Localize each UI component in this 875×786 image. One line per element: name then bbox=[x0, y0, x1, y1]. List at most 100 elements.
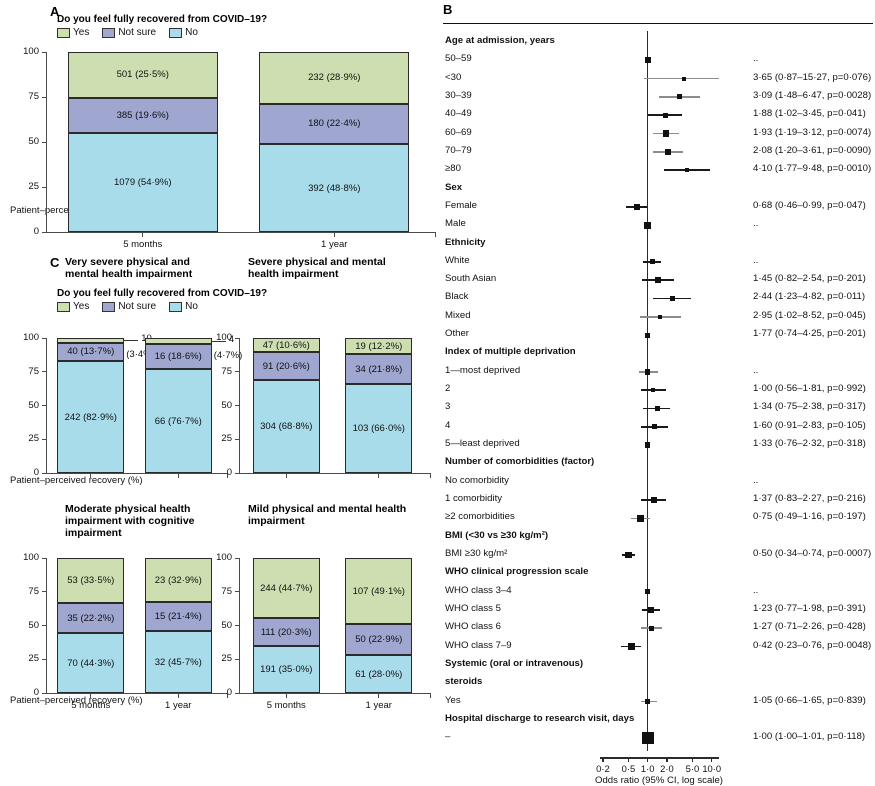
segment-value-label: 50 (22·9%) bbox=[355, 634, 403, 646]
segment-value-label: 35 (22·2%) bbox=[67, 612, 115, 624]
panel-c-legend: Yes Not sure No bbox=[57, 301, 207, 312]
forest-point-marker bbox=[644, 369, 651, 375]
x-category-label: 1 year bbox=[165, 700, 192, 711]
forest-point-marker bbox=[644, 698, 651, 705]
reference-line bbox=[646, 31, 649, 752]
forest-row-label: WHO class 3–4 bbox=[445, 584, 512, 596]
forest-point-marker bbox=[654, 405, 660, 411]
stacked-bar: 392 (48·8%) 180 (22·4%) 232 (28·9%) bbox=[259, 51, 410, 232]
segment-value-label: 180 (22·4%) bbox=[308, 118, 361, 130]
forest-row-value: 1·34 (0·75–2·38, p=0·317) bbox=[753, 401, 866, 413]
forest-point-marker bbox=[651, 497, 657, 503]
x-axis-end-tick bbox=[227, 473, 229, 478]
forest-point-marker bbox=[655, 277, 661, 283]
stacked-bar: 1079 (54·9%)385 (19·6%)501 (25·5%) bbox=[67, 52, 218, 232]
forest-row-label: Black bbox=[445, 291, 469, 303]
x-axis-line bbox=[239, 473, 430, 475]
forest-point-marker bbox=[648, 625, 654, 631]
forest-row-value: .. bbox=[753, 53, 759, 65]
y-tick-mark bbox=[235, 405, 240, 407]
segment-value-label: 66 (76·7%) bbox=[154, 415, 202, 427]
forest-x-axis bbox=[600, 757, 719, 759]
segment-value-label: 16 (18·6%) bbox=[154, 351, 202, 363]
legend-item-yes-c: Yes bbox=[57, 301, 89, 312]
bar-segment-no: 32 (45·7%) bbox=[144, 631, 212, 693]
forest-x-tick bbox=[602, 757, 604, 763]
legend-swatch-no-c bbox=[169, 301, 183, 312]
y-tick-mark bbox=[42, 231, 47, 233]
forest-point-marker bbox=[641, 732, 654, 745]
forest-point-marker bbox=[669, 295, 675, 301]
forest-x-tick bbox=[647, 757, 649, 763]
segment-value-label: 304 (68·8%) bbox=[260, 421, 313, 433]
forest-row-label: 70–79 bbox=[445, 144, 472, 156]
forest-row-value: .. bbox=[753, 218, 759, 230]
bar-segment-no: 304 (68·8%) bbox=[252, 380, 320, 473]
y-tick-mark bbox=[42, 186, 47, 188]
x-tick-mark bbox=[177, 473, 179, 478]
forest-row-label: Male bbox=[445, 218, 466, 230]
segment-value-label: 91 (20·6%) bbox=[262, 360, 310, 372]
y-tick-label: 50 bbox=[28, 399, 39, 411]
segment-value-label: 103 (66·0%) bbox=[352, 422, 405, 434]
panel-c-legend-title: Do you feel fully recovered from COVID–1… bbox=[57, 288, 268, 299]
forest-point-marker bbox=[651, 423, 658, 430]
y-tick-mark bbox=[42, 557, 47, 559]
forest-row-value: .. bbox=[753, 584, 759, 596]
forest-row-label: South Asian bbox=[445, 273, 497, 285]
forest-row-label: WHO class 7–9 bbox=[445, 639, 512, 651]
y-tick-mark bbox=[235, 591, 240, 593]
segment-value-label: 232 (28·9%) bbox=[308, 72, 361, 84]
callout-leader-line bbox=[211, 341, 226, 343]
forest-row-label: Female bbox=[445, 199, 477, 211]
forest-row-value: 1·05 (0·66–1·65, p=0·839) bbox=[753, 694, 866, 706]
segment-value-label: 34 (21·8%) bbox=[355, 363, 403, 375]
y-tick-mark bbox=[42, 141, 47, 143]
forest-row-label: 30–39 bbox=[445, 89, 472, 101]
bar-segment-yes: 53 (33·5%) bbox=[57, 558, 125, 604]
forest-row-value: 2·08 (1·20–3·61, p=0·0090) bbox=[753, 144, 872, 156]
figure-canvas: A Do you feel fully recovered from COVID… bbox=[10, 2, 873, 786]
legend-label-notsure-c: Not sure bbox=[118, 301, 157, 312]
segment-value-label: 19 (12·2%) bbox=[355, 340, 403, 352]
bar-segment-yes: 232 (28·9%) bbox=[259, 51, 410, 104]
stacked-bar: 304 (68·8%) 91 (20·6%) 47 (10·6%) bbox=[252, 338, 320, 473]
bar-segment-yes bbox=[57, 338, 125, 343]
forest-row-label: WHO class 5 bbox=[445, 602, 501, 614]
forest-point-marker bbox=[644, 221, 652, 229]
forest-group-header: steroids bbox=[445, 676, 483, 688]
legend-label-yes-c: Yes bbox=[73, 301, 90, 312]
y-tick-label: 0 bbox=[226, 687, 232, 698]
segment-value-label: 53 (33·5%) bbox=[67, 575, 115, 587]
forest-point-marker bbox=[681, 76, 686, 81]
segment-value-label: 392 (48·8%) bbox=[308, 182, 361, 194]
forest-point-marker bbox=[650, 387, 656, 393]
bar-segment-not-sure: 35 (22·2%) bbox=[57, 603, 125, 634]
stacked-bar: 242 (82·9%)40 (13·7%) bbox=[57, 338, 125, 473]
stacked-bar: 61 (28·0%)50 (22·9%)107 (49·1%) bbox=[345, 558, 413, 693]
bar-segment-yes: 23 (32·9%) bbox=[144, 558, 212, 603]
bar-segment-not-sure: 16 (18·6%) bbox=[144, 344, 212, 370]
forest-x-tick-label: 10·0 bbox=[702, 763, 722, 775]
x-tick-mark bbox=[142, 232, 144, 237]
legend-label-no-c: No bbox=[185, 301, 198, 312]
y-tick-label: 100 bbox=[23, 552, 39, 563]
bar-segment-yes: 244 (44·7%) bbox=[252, 558, 320, 619]
y-tick-mark bbox=[235, 692, 240, 694]
y-tick-label: 0 bbox=[33, 687, 39, 698]
forest-row-value: 1·37 (0·83–2·27, p=0·216) bbox=[753, 493, 866, 504]
y-tick-mark bbox=[235, 371, 240, 373]
forest-row-value: 1·33 (0·76–2·32, p=0·318) bbox=[753, 438, 866, 450]
x-category-label: 5 months bbox=[71, 700, 111, 711]
segment-value-label: 47 (10·6%) bbox=[262, 339, 310, 351]
y-tick-label: 25 bbox=[28, 653, 39, 665]
forest-row-value: 2·44 (1·23–4·82, p=0·011) bbox=[753, 291, 866, 303]
x-axis-line bbox=[46, 693, 227, 695]
forest-row-label: 4 bbox=[445, 419, 451, 431]
forest-row-value: 0·68 (0·46–0·99, p=0·047) bbox=[753, 199, 866, 211]
y-tick-label: 50 bbox=[221, 619, 232, 631]
bar-segment-yes bbox=[144, 338, 212, 345]
forest-row-value: .. bbox=[753, 474, 759, 486]
